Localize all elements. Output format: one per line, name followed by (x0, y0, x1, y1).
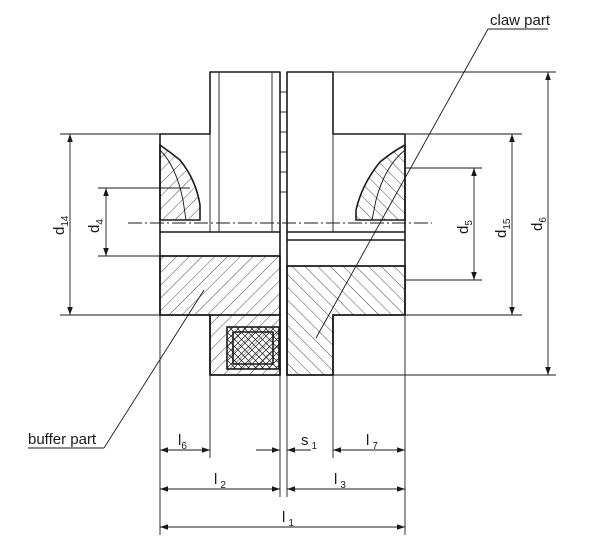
buffer-element-inner (232, 331, 274, 365)
d4-label: d4 (86, 219, 106, 233)
d6-label: d6 (529, 217, 549, 231)
claw-part-label: claw part (490, 12, 551, 29)
d15-label: d15 (493, 218, 513, 238)
left-cutaway-curve (159, 149, 187, 221)
right-cutaway-section (355, 143, 406, 221)
left-hub-section (159, 255, 281, 316)
buffer-element (226, 326, 280, 370)
left-cutaway-section (159, 143, 201, 221)
right-hub-section (286, 265, 406, 376)
claw-gap-marks (280, 91, 287, 193)
d14-label: d14 (51, 215, 71, 235)
right-hub (286, 71, 406, 376)
buffer-part-leader (103, 289, 205, 449)
d5-label: d5 (455, 220, 475, 234)
l6-label: l6 (178, 432, 187, 452)
claw-part-leader (315, 28, 489, 339)
right-cutaway-curve (371, 149, 406, 221)
buffer-part-label: buffer part (28, 431, 97, 448)
